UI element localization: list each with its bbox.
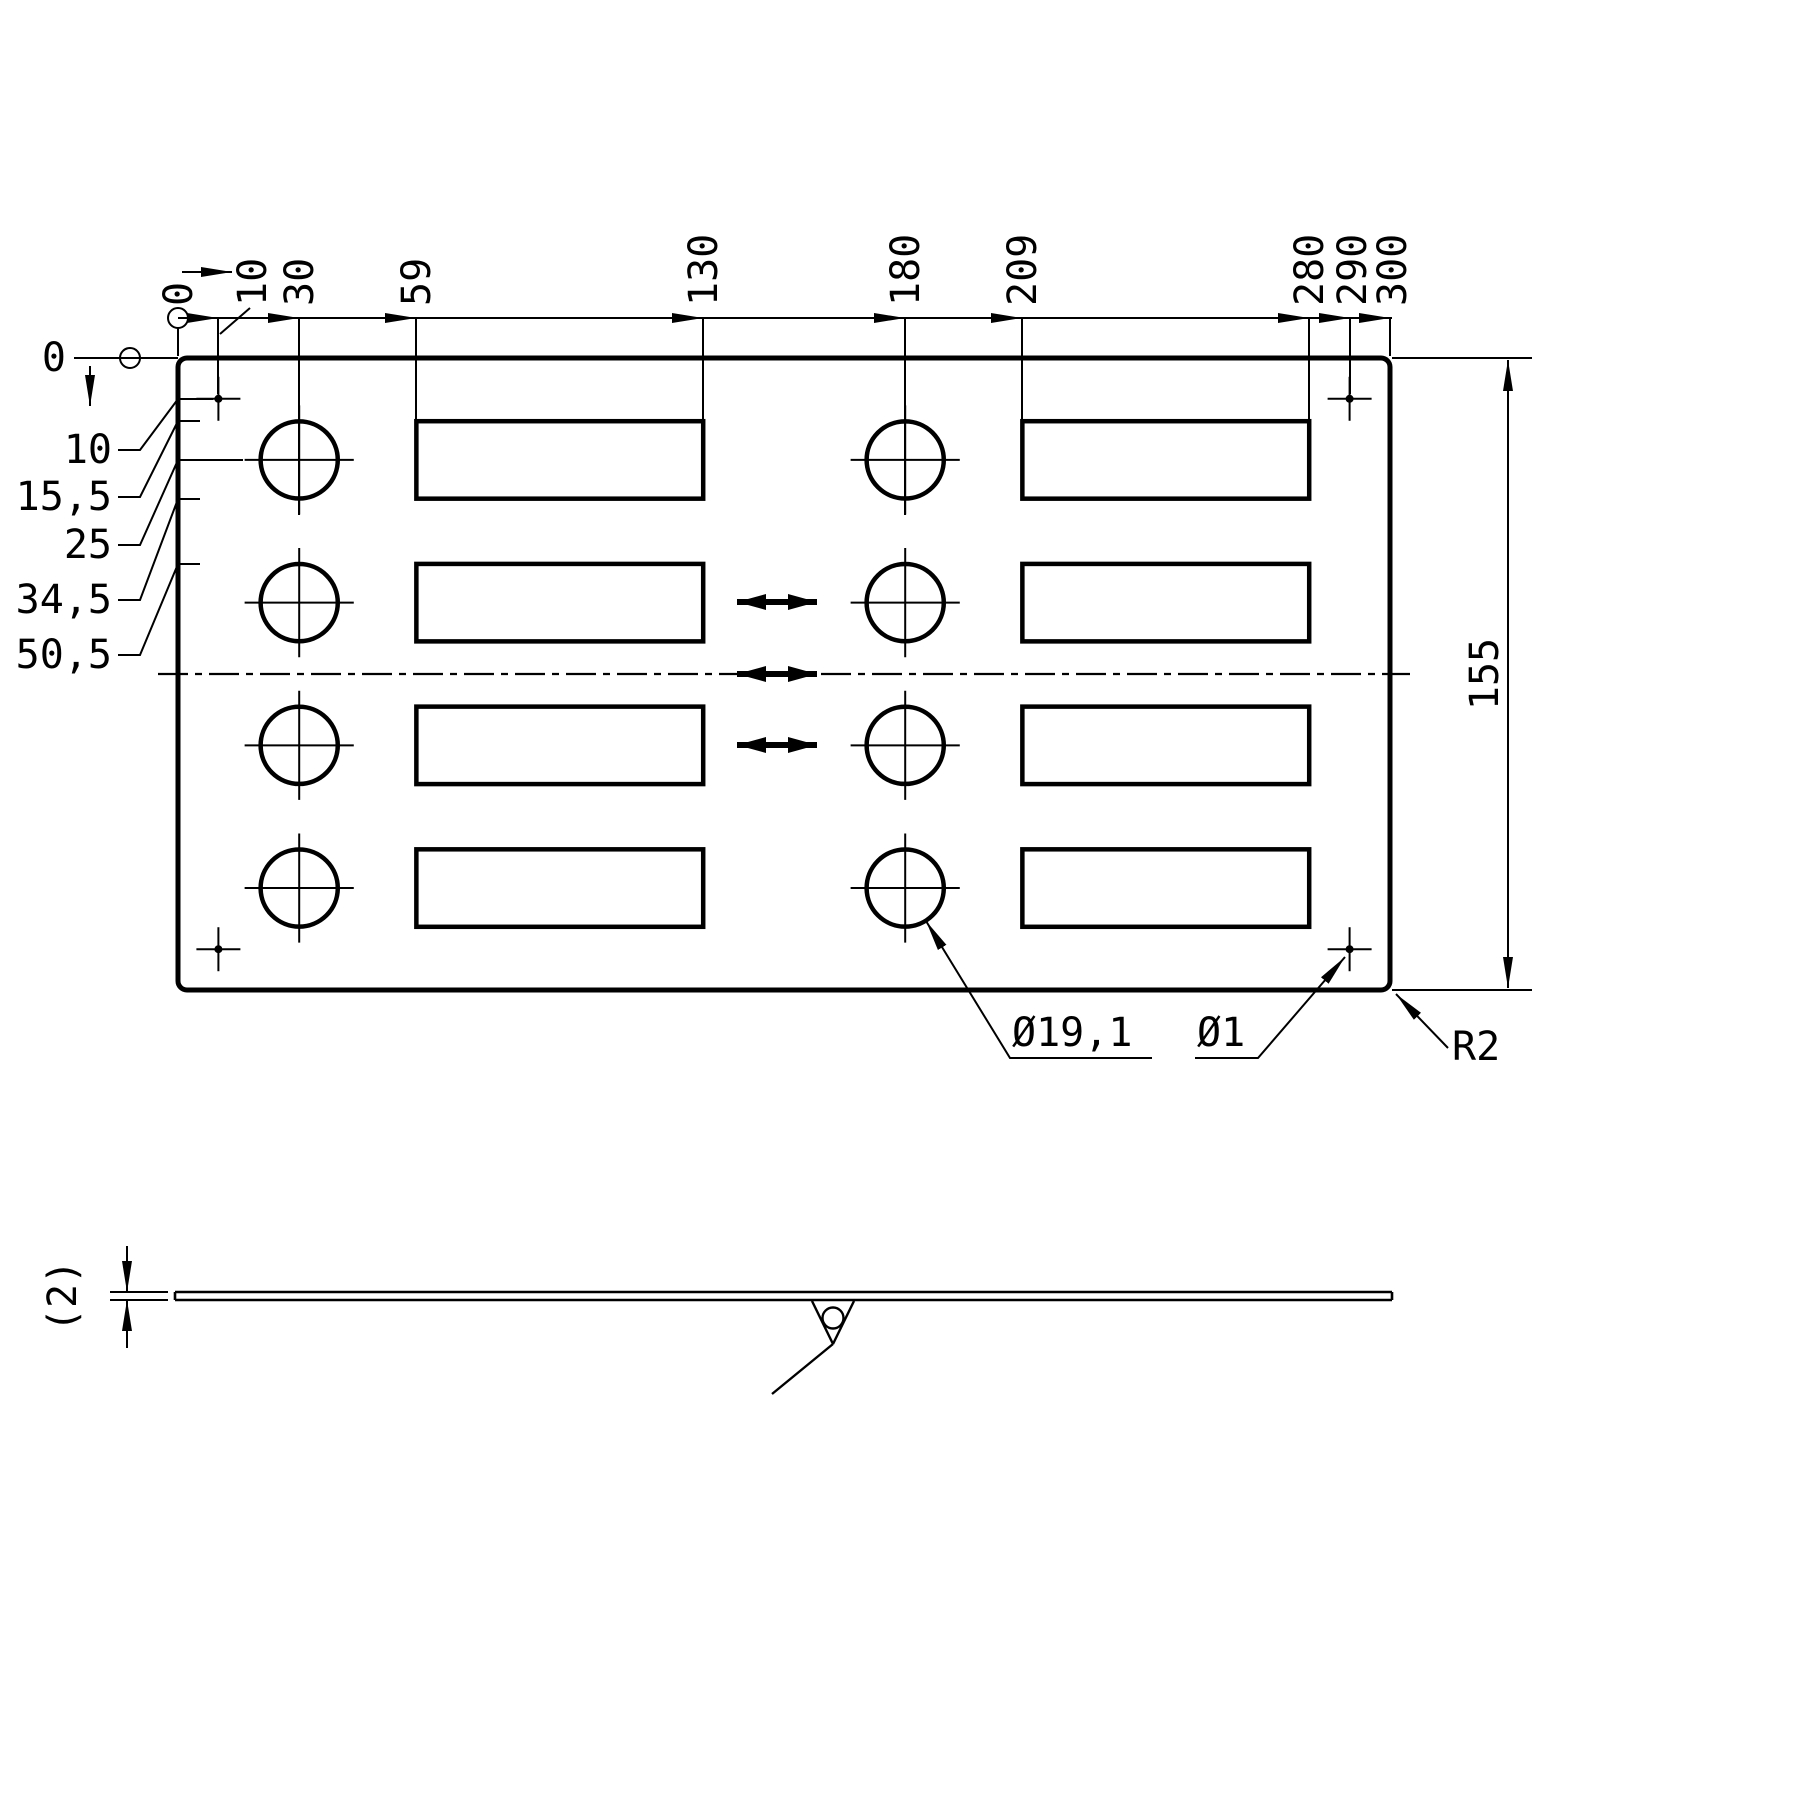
side-view xyxy=(173,1290,1394,1302)
y-ordinate-label: 10 xyxy=(64,427,112,473)
corner-radius-label: R2 xyxy=(1452,1024,1500,1070)
x-ordinate-label: 209 xyxy=(1000,234,1046,306)
slot-cutout xyxy=(1020,418,1312,501)
x-ordinate-label: 290 xyxy=(1330,234,1376,306)
x-ordinate-label: 280 xyxy=(1287,234,1333,306)
radius-leader xyxy=(1395,993,1449,1049)
x-ordinate-label: 180 xyxy=(883,234,929,306)
small-hole-leader xyxy=(1195,956,1346,1059)
surface-finish-icon xyxy=(771,1300,856,1395)
y-ordinate-label: 34,5 xyxy=(16,577,112,623)
slot-cutout xyxy=(1020,704,1312,787)
small-hole-center xyxy=(214,945,223,954)
small-hole-center xyxy=(214,394,223,403)
height-dimension-label: 155 xyxy=(1462,638,1508,710)
slot-cutout xyxy=(414,561,706,644)
slot-cutout xyxy=(414,847,706,930)
y-ordinate-label: 15,5 xyxy=(16,474,112,520)
x-ordinate-label: 0 xyxy=(156,282,202,306)
x-ordinate-label: 10 xyxy=(230,258,276,306)
large-hole-leader xyxy=(925,920,1152,1059)
small-hole-center xyxy=(1345,945,1354,954)
symmetry-arrows xyxy=(737,594,817,753)
large-hole-diameter-label: Ø19,1 xyxy=(1012,1010,1132,1056)
small-hole-center xyxy=(1345,394,1354,403)
x-ordinate-label: 59 xyxy=(394,258,440,306)
slot-cutout xyxy=(1020,847,1312,930)
thickness-label: (2) xyxy=(40,1260,86,1332)
slot-cutout xyxy=(1020,561,1312,644)
small-hole-diameter-label: Ø1 xyxy=(1197,1010,1245,1056)
y-ordinate-label: 50,5 xyxy=(16,632,112,678)
x-ordinate-label: 30 xyxy=(277,258,323,306)
slot-cutout xyxy=(414,418,706,501)
thickness-dimension xyxy=(110,1246,168,1348)
x-ordinate-label: 130 xyxy=(681,234,727,306)
y-ordinate-label: 0 xyxy=(42,335,66,381)
dimension-lines xyxy=(74,267,1532,1059)
x-ordinate-label: 300 xyxy=(1370,234,1416,306)
y-ordinate-label: 25 xyxy=(64,522,112,568)
slot-cutout xyxy=(414,704,706,787)
